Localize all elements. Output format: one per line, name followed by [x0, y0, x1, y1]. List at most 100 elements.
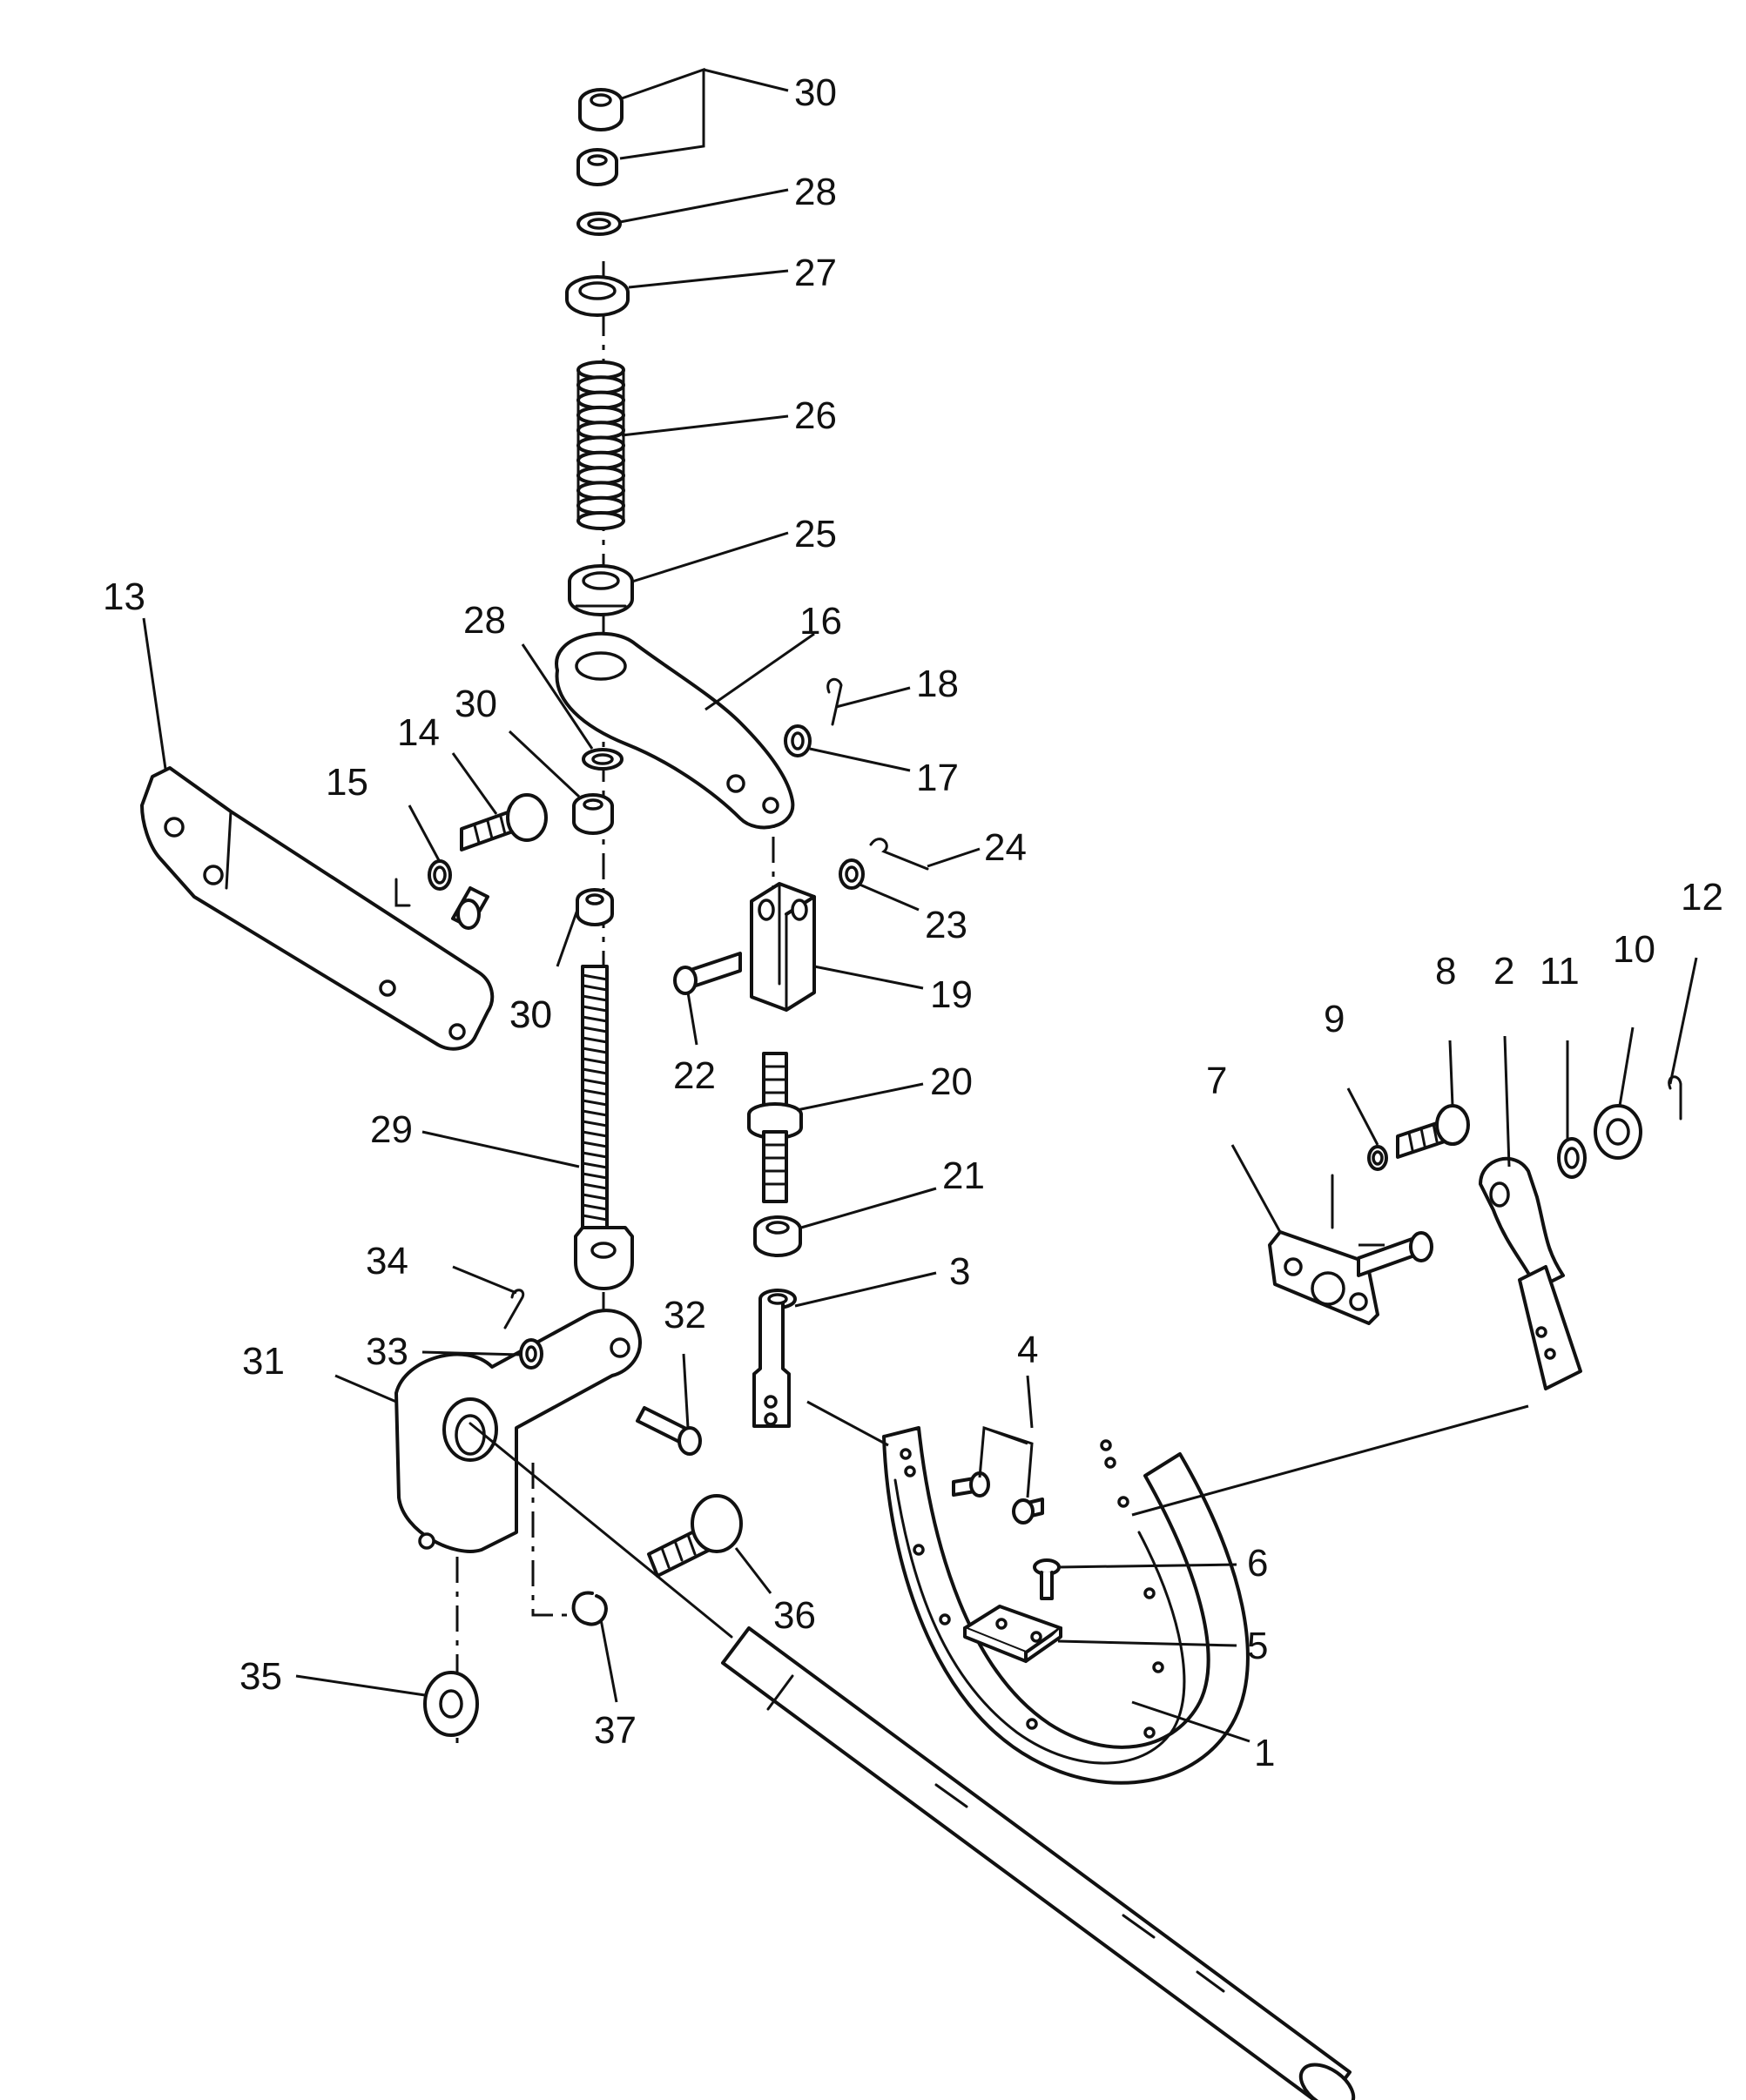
callout-11: 11 [1540, 950, 1580, 993]
spring-coil [576, 466, 625, 486]
callout-4: 4 [1017, 1329, 1038, 1371]
bracket-13 [140, 766, 495, 1051]
callout-29: 29 [370, 1108, 413, 1151]
turnbuckle-20 [747, 1052, 803, 1203]
callout-34: 34 [366, 1240, 408, 1282]
rivet-4-left [952, 1471, 990, 1498]
callout-8: 8 [1435, 950, 1456, 993]
washer-28-upper [576, 212, 622, 236]
callout-24: 24 [984, 826, 1027, 869]
callout-30-middle: 30 [455, 683, 497, 725]
callout-16: 16 [799, 600, 842, 643]
rod-thread [581, 1047, 609, 1054]
rod-end-3 [752, 1289, 797, 1428]
washer-15 [428, 859, 452, 891]
callout-36: 36 [773, 1594, 816, 1637]
washer-33 [519, 1338, 543, 1370]
rod-thread [581, 984, 609, 992]
callout-31: 31 [242, 1340, 285, 1383]
bolt-8 [1396, 1104, 1470, 1159]
plate-5 [963, 1605, 1062, 1663]
nut-10 [1594, 1104, 1642, 1160]
spring-coil [576, 511, 625, 530]
washer-35 [423, 1671, 479, 1737]
washer-17 [784, 724, 812, 757]
callout-20: 20 [930, 1060, 973, 1103]
callout-7: 7 [1206, 1060, 1227, 1102]
rod-thread [581, 1099, 609, 1107]
rod-thread [581, 1015, 609, 1023]
washer-11 [1557, 1137, 1587, 1179]
callouts: 30 28 27 26 25 28 16 18 30 17 13 14 15 3… [103, 71, 1723, 1774]
clevis-19 [750, 882, 816, 1012]
callout-2: 2 [1493, 950, 1514, 993]
brake-band-1 [882, 1426, 1250, 1785]
callout-5: 5 [1247, 1625, 1268, 1667]
callout-28-top: 28 [794, 171, 837, 213]
bolt-36 [647, 1494, 743, 1578]
callout-35: 35 [239, 1655, 282, 1698]
nut-30-upper [578, 88, 624, 131]
rod-thread [581, 994, 609, 1002]
callout-22: 22 [673, 1054, 716, 1097]
callout-18: 18 [916, 663, 959, 705]
lever-16 [555, 631, 795, 830]
lever-2 [1479, 1156, 1582, 1390]
callout-27: 27 [794, 252, 837, 294]
washer-28-middle [582, 748, 624, 771]
rod-29 [574, 965, 634, 1290]
bracket-7 [1268, 1230, 1433, 1325]
callout-13: 13 [103, 575, 145, 618]
callout-1: 1 [1254, 1732, 1275, 1774]
washer-27 [565, 275, 630, 317]
callout-21: 21 [942, 1154, 985, 1197]
callout-9: 9 [1324, 998, 1345, 1040]
rod-thread [581, 1151, 609, 1159]
callout-17: 17 [916, 757, 959, 799]
rod-thread [581, 1141, 609, 1148]
rod-thread [581, 1130, 609, 1138]
cotter-pin-24 [869, 838, 929, 871]
cotter-pin-34 [503, 1289, 525, 1329]
washer-23 [839, 858, 865, 890]
rod-thread [581, 1088, 609, 1096]
callout-30-rod: 30 [509, 993, 552, 1036]
nut-30-lower-rod [576, 888, 614, 926]
rod-thread [581, 1057, 609, 1065]
washer-9 [1367, 1145, 1388, 1171]
rod-thread [581, 1120, 609, 1127]
rod-thread [581, 1109, 609, 1117]
spring-outline [576, 368, 625, 522]
rod-thread [581, 1078, 609, 1086]
rod-thread [581, 1005, 609, 1013]
rod-thread [581, 1182, 609, 1190]
rod-thread [581, 1172, 609, 1180]
rod-thread [581, 1067, 609, 1075]
shaft [469, 1422, 1356, 2100]
bolt-14 [460, 793, 548, 851]
spring-26 [576, 360, 625, 530]
spring-seat-25 [568, 564, 634, 616]
rod-thread [581, 1036, 609, 1044]
callout-25: 25 [794, 513, 837, 555]
callout-12: 12 [1681, 876, 1723, 919]
rod-thread [581, 1161, 609, 1169]
rod-thread [581, 973, 609, 981]
spring-coil [576, 405, 625, 425]
pin-22 [673, 952, 742, 995]
callout-6: 6 [1247, 1542, 1268, 1585]
nut-30-middle [572, 793, 614, 835]
leader-lines [142, 67, 1698, 1743]
rivet-4-right [1012, 1498, 1044, 1525]
rod-thread [581, 1193, 609, 1201]
nut-21 [753, 1215, 802, 1257]
spring-coil [576, 375, 625, 395]
callout-15: 15 [326, 761, 368, 804]
callout-19: 19 [930, 973, 973, 1016]
rivet-6 [1033, 1558, 1061, 1600]
callout-32: 32 [664, 1294, 706, 1336]
callout-30-lower: 30 [509, 993, 552, 1036]
callout-23: 23 [925, 904, 967, 946]
callout-28-middle: 28 [463, 599, 506, 642]
rod-thread [581, 1203, 609, 1211]
